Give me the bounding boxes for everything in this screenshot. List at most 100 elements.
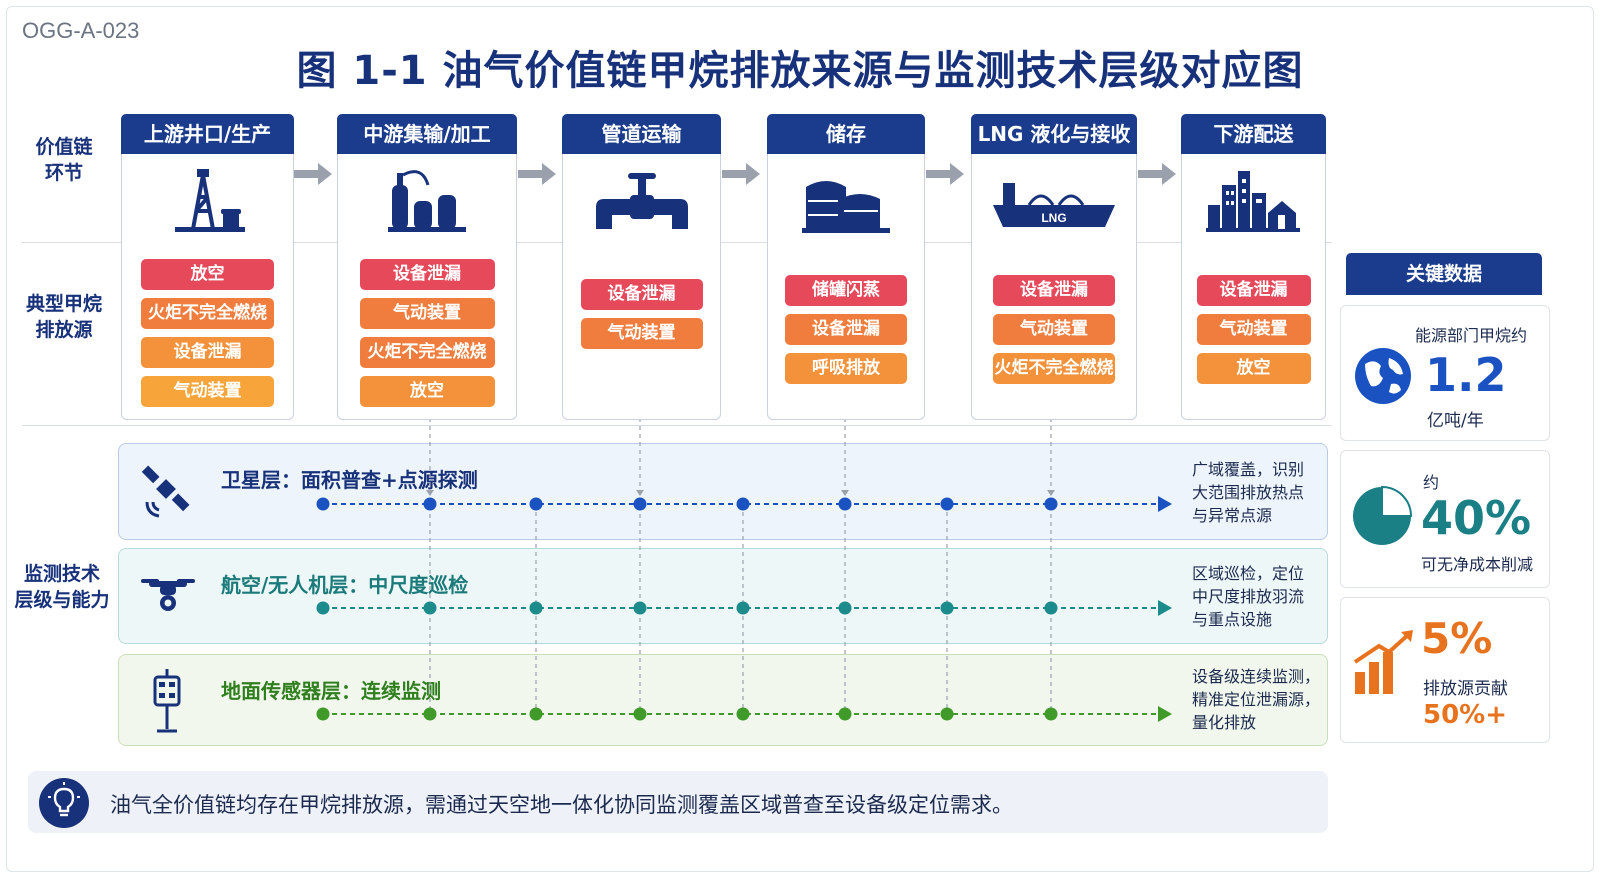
source-tag: 放空	[1196, 353, 1311, 384]
layer-track-arrowhead	[1158, 706, 1172, 722]
source-tag: 气动装置	[359, 298, 495, 329]
stage-title: 下游配送	[1181, 114, 1326, 154]
source-list: 设备泄漏 气动装置	[563, 279, 720, 349]
row-label-line: 典型甲烷	[25, 293, 102, 315]
key-data-unit: 可无净成本削减	[1421, 555, 1534, 574]
source-tag: 储罐闪蒸	[785, 275, 907, 306]
desc-line: 大范围排放热点	[1192, 483, 1305, 502]
layer-satellite: 卫星层：面积普查+点源探测 广域覆盖，识别 大范围排放热点 与异常点源	[118, 443, 1328, 540]
figure-title: 图 1-1 油气价值链甲烷排放来源与监测技术层级对应图	[296, 48, 1304, 94]
key-data-card: 5% 排放源贡献 50%+	[1340, 597, 1550, 743]
key-data-unit: 50%+	[1423, 700, 1508, 730]
desc-line: 设备级连续监测，	[1192, 667, 1321, 686]
source-list: 设备泄漏 气动装置 火炬不完全燃烧	[972, 275, 1136, 384]
stage-title: 中游集输/加工	[337, 114, 517, 154]
stage-upstream: 上游井口/生产 放空 火炬不完全燃烧 设备泄漏 气动装置	[121, 114, 294, 420]
layer-node	[423, 707, 437, 721]
layer-title: 卫星层：面积普查+点源探测	[221, 468, 478, 492]
layer-node	[736, 601, 750, 615]
layer-node	[1044, 601, 1058, 615]
flow-arrow	[294, 163, 332, 185]
layer-node	[316, 707, 330, 721]
layer-aerial: 航空/无人机层：中尺度巡检 区域巡检，定位 中尺度排放羽流 与重点设施	[118, 548, 1328, 644]
key-data-label: 约	[1423, 473, 1440, 492]
stage-title: 上游井口/生产	[121, 114, 294, 154]
source-tag: 设备泄漏	[785, 314, 907, 345]
stage-title: LNG 液化与接收	[971, 114, 1137, 154]
row-label-monitoring: 监测技术 层级与能力	[8, 561, 116, 613]
layer-node	[940, 601, 954, 615]
layer-node	[1044, 497, 1058, 511]
flow-arrow	[722, 163, 760, 185]
stage-pipeline: 管道运输 设备泄漏 气动装置	[562, 114, 721, 420]
globe-icon	[1353, 346, 1413, 410]
source-tag: 火炬不完全燃烧	[359, 337, 495, 368]
row-label-line: 排放源	[35, 319, 93, 341]
stage-storage: 储存 储罐闪蒸 设备泄漏 呼吸排放	[767, 114, 925, 420]
lng-ship-label: LNG	[1041, 211, 1066, 225]
row-label-line: 监测技术	[23, 563, 100, 585]
layer-title: 地面传感器层：连续监测	[221, 679, 441, 703]
pie-chart-icon	[1351, 485, 1413, 551]
desc-line: 中尺度排放羽流	[1192, 587, 1305, 606]
key-data-header: 关键数据	[1346, 253, 1542, 295]
lightbulb-icon	[38, 777, 90, 833]
layer-node	[633, 497, 647, 511]
desc-line: 量化排放	[1192, 713, 1257, 732]
layer-node	[736, 497, 750, 511]
source-tag: 放空	[141, 259, 274, 290]
ground-sensor-icon	[139, 667, 195, 739]
key-data-unit: 亿吨/年	[1427, 411, 1484, 431]
layer-node	[940, 707, 954, 721]
storage-tank-icon	[768, 165, 924, 235]
summary-text: 油气全价值链均存在甲烷排放源，需通过天空地一体化协同监测覆盖区域普查至设备级定位…	[110, 793, 1013, 817]
source-tag: 放空	[359, 376, 495, 407]
key-data-card: 能源部门甲烷约 1.2 亿吨/年	[1340, 305, 1550, 441]
desc-line: 精准定位泄漏源，	[1192, 690, 1321, 709]
key-data-value: 1.2	[1425, 348, 1507, 402]
desc-line: 与重点设施	[1192, 610, 1273, 629]
layer-node	[940, 497, 954, 511]
divider-line	[22, 425, 1332, 426]
desc-line: 广域覆盖，识别	[1192, 460, 1305, 479]
layer-description: 区域巡检，定位 中尺度排放羽流 与重点设施	[1192, 562, 1304, 631]
source-list: 设备泄漏 气动装置 放空	[1182, 275, 1325, 384]
layer-track-arrowhead	[1158, 496, 1172, 512]
flow-arrow	[926, 163, 964, 185]
flow-arrow	[518, 163, 556, 185]
layer-node	[529, 707, 543, 721]
row-label-line: 价值链	[35, 136, 93, 158]
satellite-icon	[139, 462, 195, 522]
stage-midstream: 中游集输/加工 设备泄漏 气动装置 火炬不完全燃烧 放空	[337, 114, 517, 420]
bar-growth-icon	[1353, 628, 1417, 700]
lng-carrier-icon: LNG	[972, 165, 1136, 235]
layer-node	[736, 707, 750, 721]
layer-node	[529, 497, 543, 511]
document-code: OGG-A-023	[22, 18, 140, 43]
layer-node	[633, 707, 647, 721]
key-data-value: 5%	[1421, 614, 1493, 663]
source-tag: 设备泄漏	[993, 275, 1115, 306]
layer-node	[316, 601, 330, 615]
desc-line: 区域巡检，定位	[1192, 564, 1305, 583]
drop-arrowhead	[426, 490, 434, 496]
desc-line: 与异常点源	[1192, 506, 1273, 525]
source-tag: 火炬不完全燃烧	[141, 298, 274, 329]
source-tag: 火炬不完全燃烧	[993, 353, 1115, 384]
source-list: 储罐闪蒸 设备泄漏 呼吸排放	[768, 275, 924, 384]
source-tag: 气动装置	[993, 314, 1115, 345]
layer-node	[838, 707, 852, 721]
key-data-label: 排放源贡献	[1423, 679, 1508, 699]
oil-rig-icon	[122, 165, 293, 235]
row-label-line: 层级与能力	[14, 589, 110, 611]
layer-node	[423, 497, 437, 511]
key-data-label: 能源部门甲烷约	[1415, 326, 1528, 345]
flow-arrow	[1138, 163, 1176, 185]
source-tag: 设备泄漏	[1196, 275, 1311, 306]
key-data-card: 约 40% 可无净成本削减	[1340, 450, 1550, 588]
source-tag: 气动装置	[141, 376, 274, 407]
source-tag: 呼吸排放	[785, 353, 907, 384]
layer-node	[529, 601, 543, 615]
source-tag: 设备泄漏	[141, 337, 274, 368]
